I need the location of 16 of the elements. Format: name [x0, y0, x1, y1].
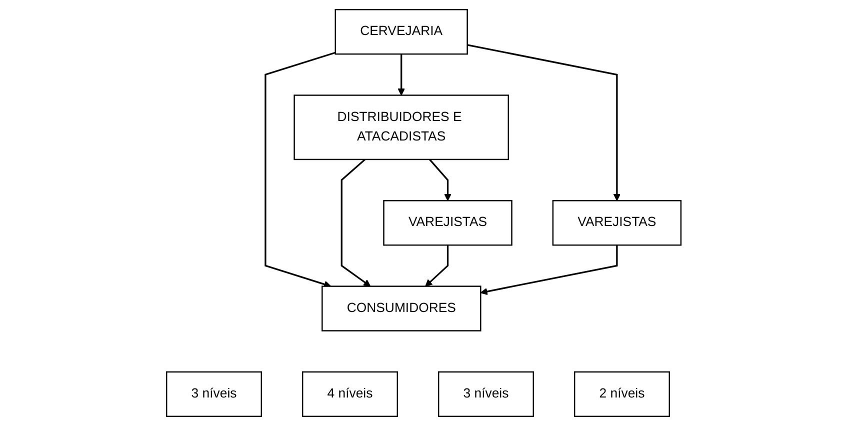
- arrow: [398, 54, 406, 96]
- arrow: [341, 158, 371, 287]
- node-box: VAREJISTAS: [552, 200, 682, 246]
- node-box: CERVEJARIA: [335, 8, 468, 55]
- node-box: CONSUMIDORES: [322, 286, 482, 332]
- arrow: [425, 245, 449, 287]
- arrow: [480, 245, 618, 296]
- node-box: 4 níveis: [302, 371, 398, 418]
- arrow: [429, 158, 452, 201]
- node-box: VAREJISTAS: [383, 200, 513, 246]
- arrow: [467, 44, 621, 201]
- node-box: 3 níveis: [438, 371, 534, 418]
- node-box: 3 níveis: [166, 371, 262, 418]
- node-box: 2 níveis: [574, 371, 670, 418]
- arrow: [264, 52, 336, 288]
- node-box: DISTRIBUIDORES E ATACADISTAS: [294, 94, 510, 160]
